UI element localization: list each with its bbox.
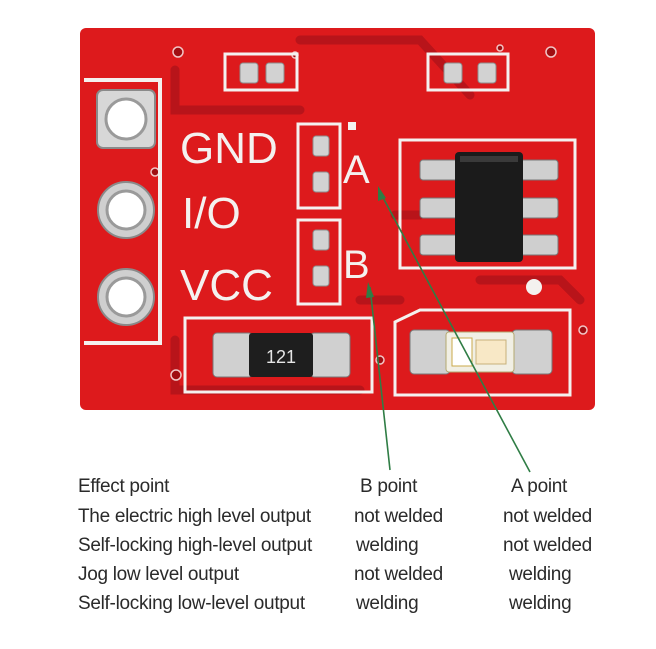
row-3-b: not welded: [354, 564, 443, 585]
b-point-label: B: [343, 243, 370, 287]
row-3-effect: Jog low level output: [78, 564, 239, 585]
header-b-point: B point: [360, 476, 418, 497]
indicator-lines: [369, 191, 531, 473]
row-4-effect: Self-locking low-level output: [78, 593, 305, 614]
resistor-code: 121: [266, 347, 296, 367]
b-point-arrow: [369, 286, 391, 471]
arrow-heads: [366, 186, 386, 298]
top-capacitor-right: [426, 52, 510, 92]
resistor: 121: [183, 316, 374, 394]
row-4-a: welding: [509, 593, 572, 614]
touch-ic-chip: [398, 138, 577, 270]
row-2-b: welding: [356, 535, 419, 556]
header-a-point: A point: [511, 476, 568, 497]
io-label: I/O: [182, 189, 241, 238]
row-1-effect: The electric high level output: [78, 506, 311, 527]
a-point-arrow: [379, 191, 531, 473]
status-led: [393, 308, 572, 397]
pin1-dot: [526, 279, 542, 295]
row-1-a: not welded: [503, 506, 592, 527]
row-2-effect: Self-locking high-level output: [78, 535, 312, 556]
jumper-pads: [296, 122, 356, 306]
row-4-b: welding: [356, 593, 419, 614]
vcc-label: VCC: [180, 261, 273, 310]
row-2-a: not welded: [503, 535, 592, 556]
a-point-label: A: [343, 148, 370, 192]
gnd-label: GND: [180, 124, 278, 173]
row-1-b: not welded: [354, 506, 443, 527]
header-effect-point: Effect point: [78, 476, 170, 497]
header-pins: [96, 89, 156, 326]
row-3-a: welding: [509, 564, 572, 585]
top-capacitor-left: [223, 52, 299, 92]
header-outline: [84, 78, 162, 345]
pcb-traces: [170, 35, 585, 395]
